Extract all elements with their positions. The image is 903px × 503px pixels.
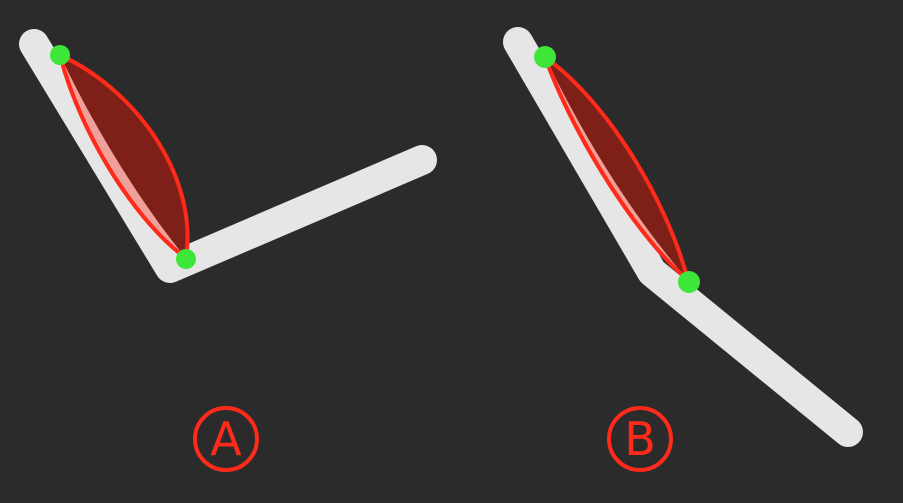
panel-b-bone <box>503 27 863 447</box>
panel-b-muscle <box>543 55 690 282</box>
panel-a-label: A <box>193 406 259 472</box>
panel-a-origin-point <box>50 45 70 65</box>
panel-b-muscle-belly <box>543 55 690 282</box>
panel-a-bone <box>19 29 437 283</box>
panel-b-insertion-point <box>678 271 700 293</box>
panel-b-muscle-edge <box>543 56 690 282</box>
panel-b-label: B <box>607 406 673 472</box>
panel-a-insertion-point <box>176 249 196 269</box>
panel-a-muscle-edge <box>58 54 188 260</box>
panel-a-figure <box>19 29 437 283</box>
panel-b-origin-point <box>534 46 556 68</box>
panel-a-muscle-belly <box>58 53 190 260</box>
panel-a-muscle <box>58 53 190 260</box>
panel-b-figure <box>503 27 863 447</box>
